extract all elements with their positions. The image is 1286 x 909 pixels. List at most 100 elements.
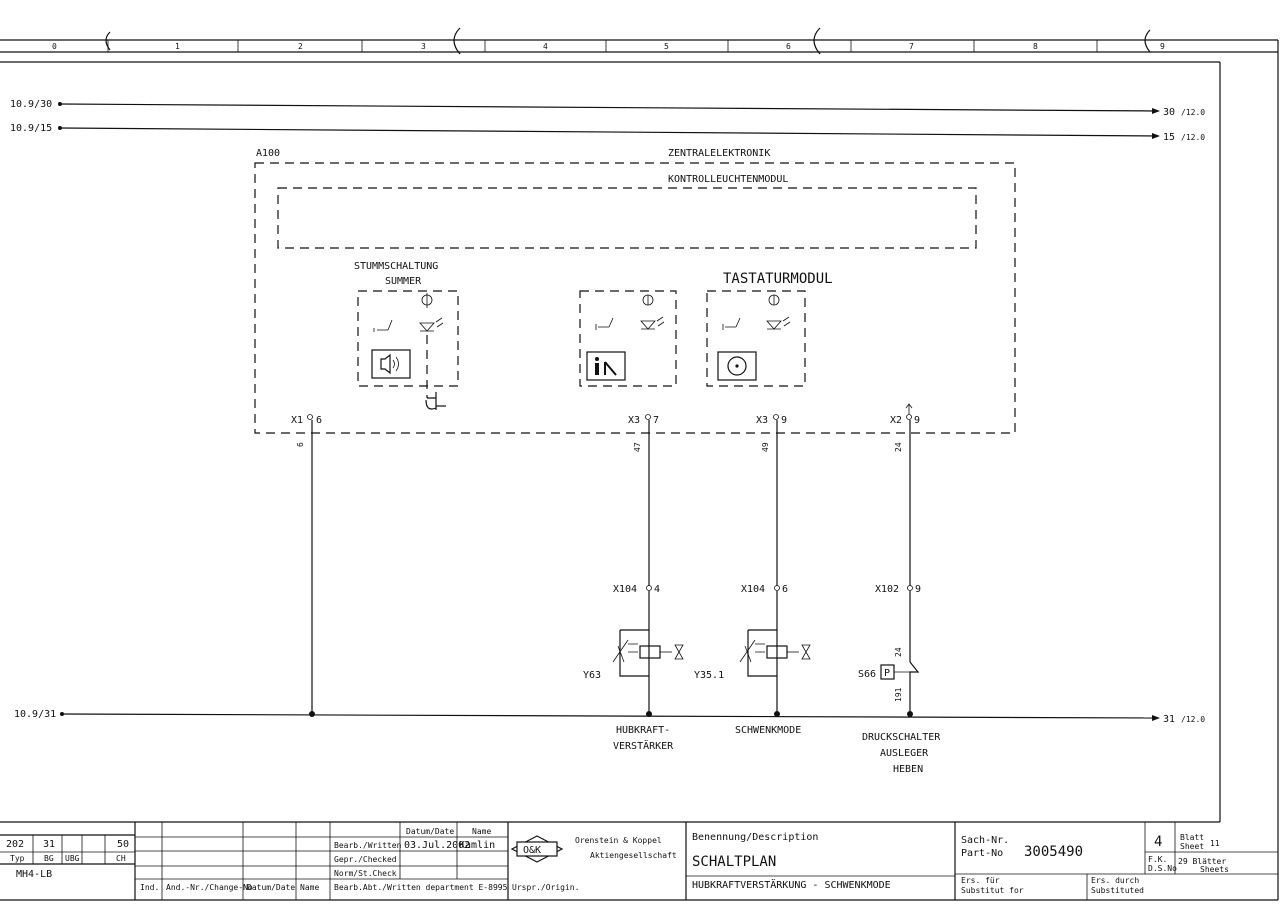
rev-header: Name (300, 883, 319, 892)
module-title: ZENTRALELEKTRONIK (668, 148, 770, 159)
rail-30-left-label: 10.9/30 (10, 99, 52, 110)
description-header: Benennung/Description (692, 832, 818, 843)
rail-15-left-label: 10.9/15 (10, 123, 52, 134)
connector-x3-swing-pin: 9 (781, 415, 787, 426)
connector-x102-pin: 9 (915, 584, 921, 595)
sheets-label: Sheets (1200, 865, 1229, 874)
model-name: MH4-LB (16, 869, 52, 880)
typ-label: UBG (65, 854, 80, 863)
label-schwenkmode: SCHWENKMODE (735, 725, 801, 736)
connector-x102: X102 (875, 584, 899, 595)
wires: 6 47 49 24 (296, 420, 911, 717)
connector-x2: X2 (890, 415, 902, 426)
rail-30: 10.9/30 30 /12.0 (10, 99, 1205, 118)
connector-x3-swing: X3 (756, 415, 768, 426)
label-ausleger: AUSLEGER (880, 748, 929, 759)
bearb-written: Bearb./Written (334, 841, 402, 850)
drawing-subtitle: HUBKRAFTVERSTÄRKUNG - SCHWENKMODE (692, 878, 891, 891)
part-no-label: Part-No (961, 848, 1003, 859)
column-number: 5 (664, 42, 669, 51)
rev-header: And.-Nr./Change-No (166, 883, 253, 892)
connector-x104-lift: X104 (613, 584, 637, 595)
sheet-total: 11 (1210, 839, 1220, 848)
connector-x3-lift-pin: 7 (653, 415, 659, 426)
label-druckschalter: DRUCKSCHALTER (862, 732, 941, 743)
drawing-title: SCHALTPLAN (692, 854, 776, 870)
logo-text: O&K (523, 845, 541, 856)
label-hubkraft-2: VERSTÄRKER (613, 739, 674, 752)
wire-number: 24 (894, 647, 903, 657)
valve-y63-label: Y63 (583, 670, 601, 681)
pressure-switch-symbol: P (884, 668, 890, 679)
rotation-icon (727, 356, 747, 376)
connector-x104-swing: X104 (741, 584, 765, 595)
date-value: 03.Jul.2002 (404, 840, 470, 851)
gepr-checked: Gepr./Checked (334, 855, 397, 864)
buzzer-icon (425, 392, 446, 410)
rev-header: Ind. (140, 883, 159, 892)
wire-number: 6 (296, 442, 305, 447)
module-subtitle: KONTROLLEUCHTENMODUL (668, 174, 788, 185)
valve-y35-1: Y35.1 (694, 591, 811, 717)
column-numbers: 0 1 2 3 4 5 6 7 8 9 (52, 42, 1165, 51)
speaker-icon (380, 353, 399, 375)
lift-person-icon (595, 357, 617, 376)
column-number: 8 (1033, 42, 1038, 51)
ds-label: D.S.No (1148, 864, 1177, 873)
connector-x104-swing-pin: 6 (782, 584, 788, 595)
name-value: Kamlin (459, 840, 495, 851)
rail-30-right-ref: /12.0 (1181, 108, 1205, 117)
column-number: 6 (786, 42, 791, 51)
norm-check: Norm/St.Check (334, 869, 397, 878)
rail-15: 10.9/15 15 /12.0 (10, 123, 1205, 143)
typ-value: 50 (117, 839, 129, 850)
connector-x104-lift-pin: 4 (654, 584, 660, 595)
ers-fuer: Ers. für (961, 876, 1000, 885)
connector-x1: X1 (291, 415, 303, 426)
name-header: Name (472, 827, 491, 836)
rev-header: Datum/Date (247, 883, 295, 892)
module-connectors: X1 6 X3 7 X3 9 X2 9 (291, 403, 920, 426)
blaetter-label: 29 Blätter (1178, 857, 1226, 866)
typ-label: CH (116, 854, 126, 863)
datum-header: Datum/Date (406, 827, 454, 836)
pressure-switch-s66: P S66 24 191 (858, 591, 920, 717)
buzzer-label-2: SUMMER (385, 276, 422, 287)
column-number: 4 (543, 42, 548, 51)
column-number: 3 (421, 42, 426, 51)
swing-mode-key-module (706, 290, 806, 387)
column-number: 2 (298, 42, 303, 51)
rail-31-left-label: 10.9/31 (14, 709, 56, 720)
label-hubkraft-1: HUBKRAFT- (616, 725, 670, 736)
substitut-for: Substitut for (961, 886, 1024, 895)
connector-x1-pin: 6 (316, 415, 322, 426)
company-name: Orenstein & Koppel (575, 836, 662, 845)
wire-number: 24 (894, 442, 903, 452)
rail-31-right-ref: /12.0 (1181, 715, 1205, 724)
buzzer-label-1: STUMMSCHALTUNG (354, 261, 438, 272)
ers-durch: Ers. durch (1091, 876, 1139, 885)
wire-number: 47 (633, 442, 642, 452)
column-number: 7 (909, 42, 914, 51)
valve-y63: Y63 (583, 591, 684, 717)
part-number: 3005490 (1024, 844, 1083, 860)
connector-x3-lift: X3 (628, 415, 640, 426)
ok-logo-icon: O&K (510, 835, 564, 863)
column-number: 9 (1160, 42, 1165, 51)
valve-y35-1-label: Y35.1 (694, 670, 724, 681)
label-heben: HEBEN (893, 764, 923, 775)
module-id: A100 (256, 148, 280, 159)
buzzer-mute-module (357, 290, 459, 410)
origin-label: Urspr./Origin. (512, 883, 579, 892)
typ-value: 31 (43, 839, 55, 850)
typ-label: Typ (10, 854, 25, 863)
title-block: 202 31 50 Typ BG UBG CH MH4-LB Ind. And.… (0, 822, 1278, 900)
wire-number: 191 (894, 687, 903, 702)
company-sub: Aktiengesellschaft (590, 851, 677, 860)
keypad-title: TASTATURMODUL (723, 271, 833, 287)
sheet-label: Sheet (1180, 842, 1204, 851)
rail-15-right-label: 15 (1163, 132, 1175, 143)
sach-nr-label: Sach-Nr. (961, 835, 1009, 846)
bearb-dept: Bearb.Abt./Written department E-8995 (334, 883, 508, 892)
